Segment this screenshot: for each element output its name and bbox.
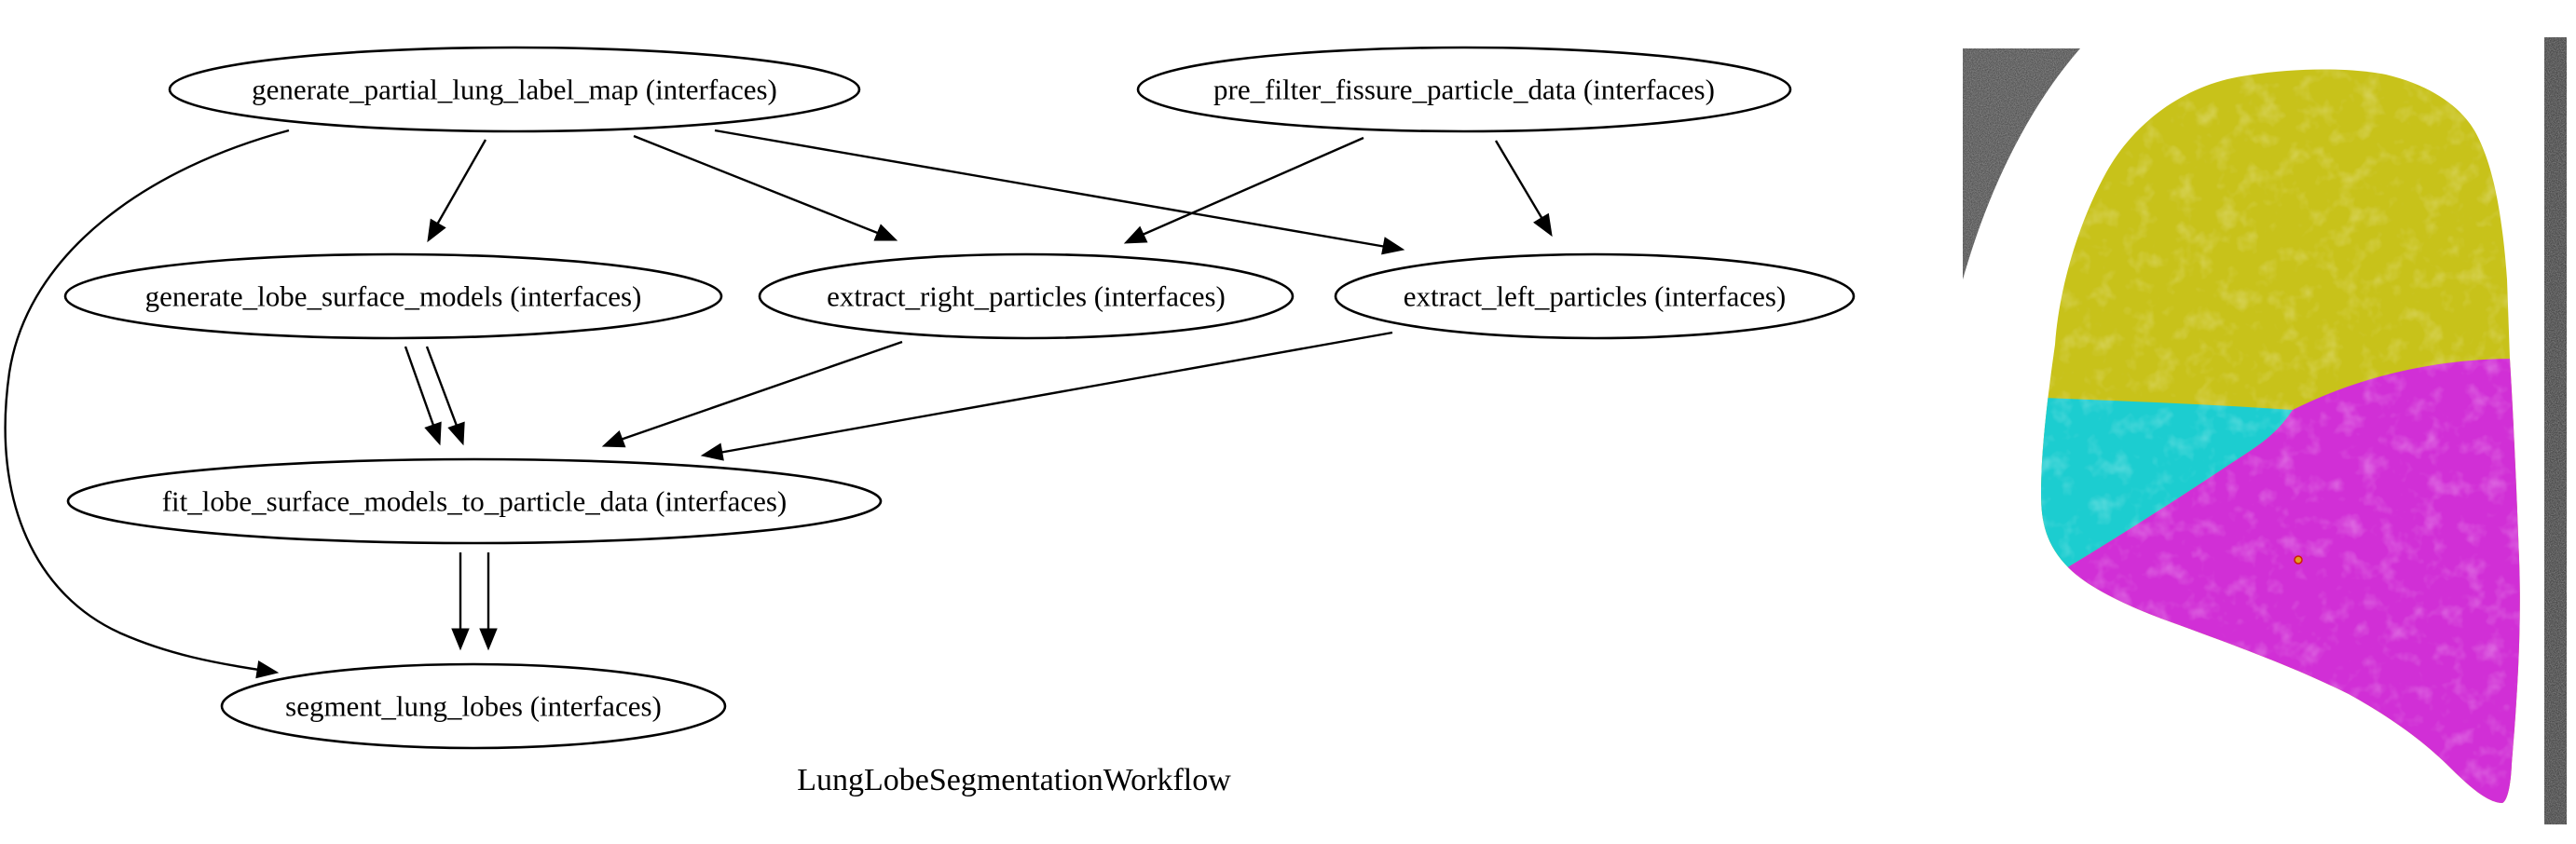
- arrowhead: [447, 421, 465, 446]
- edge-line: [713, 331, 1393, 456]
- edge-generate_partial_lung_label_map-to-extract_right_particles: [633, 134, 898, 241]
- edge-extract_left_particles-to-fit_lobe_surface_models_to_particle_data: [700, 331, 1393, 461]
- arrowhead: [601, 429, 626, 448]
- edge-fit_lobe_surface_models_to_particle_data-to-segment_lung_lobes: [479, 552, 498, 651]
- node-extract-left-particles: extract_left_particles (interfaces): [1334, 252, 1856, 340]
- edge-extract_right_particles-to-fit_lobe_surface_models_to_particle_data: [601, 340, 903, 448]
- arrowhead: [255, 660, 280, 679]
- edge-line: [4, 129, 290, 673]
- node-ellipse: [1334, 252, 1856, 340]
- edge-line: [714, 129, 1392, 250]
- nodule-marker: [2294, 555, 2303, 565]
- arrowhead: [1533, 212, 1553, 238]
- node-ellipse: [1136, 46, 1792, 133]
- node-label: extract_right_particles (interfaces): [827, 280, 1226, 313]
- node-ellipse: [66, 457, 883, 545]
- node-pre-filter-fissure-particle-data: pre_filter_fissure_particle_data (interf…: [1136, 46, 1792, 133]
- arrowhead: [427, 218, 446, 243]
- arrowhead: [1123, 225, 1148, 244]
- edge-line: [614, 340, 903, 443]
- node-label: generate_lobe_surface_models (interfaces…: [145, 280, 642, 313]
- edge-line: [432, 139, 487, 232]
- nodes-layer: generate_partial_lung_label_map (interfa…: [63, 46, 1856, 750]
- edge-generate_lobe_surface_models-to-fit_lobe_surface_models_to_particle_data: [404, 346, 442, 446]
- arrowhead: [700, 442, 724, 461]
- edge-line: [425, 346, 461, 434]
- diagram-caption: LungLobeSegmentationWorkflow: [797, 763, 1231, 797]
- edge-pre_filter_fissure_particle_data-to-extract_right_particles: [1123, 136, 1364, 244]
- edge-line: [1135, 136, 1364, 239]
- edge-line: [1494, 140, 1548, 226]
- node-segment-lung-lobes: segment_lung_lobes (interfaces): [220, 662, 727, 750]
- node-ellipse: [220, 662, 727, 750]
- edge-generate_partial_lung_label_map-to-segment_lung_lobes: [4, 129, 290, 679]
- node-label: pre_filter_fissure_particle_data (interf…: [1213, 74, 1715, 106]
- node-ellipse: [63, 252, 723, 340]
- node-label: extract_left_particles (interfaces): [1404, 280, 1787, 313]
- node-label: segment_lung_lobes (interfaces): [285, 690, 662, 723]
- arrowhead: [451, 628, 470, 651]
- edge-pre_filter_fissure_particle_data-to-extract_left_particles: [1494, 140, 1553, 238]
- edge-fit_lobe_surface_models_to_particle_data-to-segment_lung_lobes: [451, 552, 470, 651]
- arrowhead: [1381, 237, 1405, 255]
- node-ellipse: [758, 252, 1295, 340]
- node-generate-partial-lung-label-map: generate_partial_lung_label_map (interfa…: [168, 46, 861, 133]
- arrowhead: [424, 421, 442, 446]
- edge-line: [404, 346, 438, 434]
- node-ellipse: [168, 46, 861, 133]
- node-extract-right-particles: extract_right_particles (interfaces): [758, 252, 1295, 340]
- edge-line: [633, 134, 885, 238]
- lung-segmentation-image: [1963, 37, 2567, 824]
- edge-generate_partial_lung_label_map-to-generate_lobe_surface_models: [427, 139, 487, 243]
- arrowhead: [873, 224, 898, 241]
- edges-layer: [4, 129, 1553, 679]
- node-fit-lobe-surface-models-to-particle-data: fit_lobe_surface_models_to_particle_data…: [66, 457, 883, 545]
- edge-generate_lobe_surface_models-to-fit_lobe_surface_models_to_particle_data: [425, 346, 465, 446]
- node-label: fit_lobe_surface_models_to_particle_data…: [162, 485, 788, 518]
- arrowhead: [479, 628, 498, 651]
- edge-generate_partial_lung_label_map-to-extract_left_particles: [714, 129, 1405, 255]
- node-generate-lobe-surface-models: generate_lobe_surface_models (interfaces…: [63, 252, 723, 340]
- node-label: generate_partial_lung_label_map (interfa…: [252, 74, 777, 106]
